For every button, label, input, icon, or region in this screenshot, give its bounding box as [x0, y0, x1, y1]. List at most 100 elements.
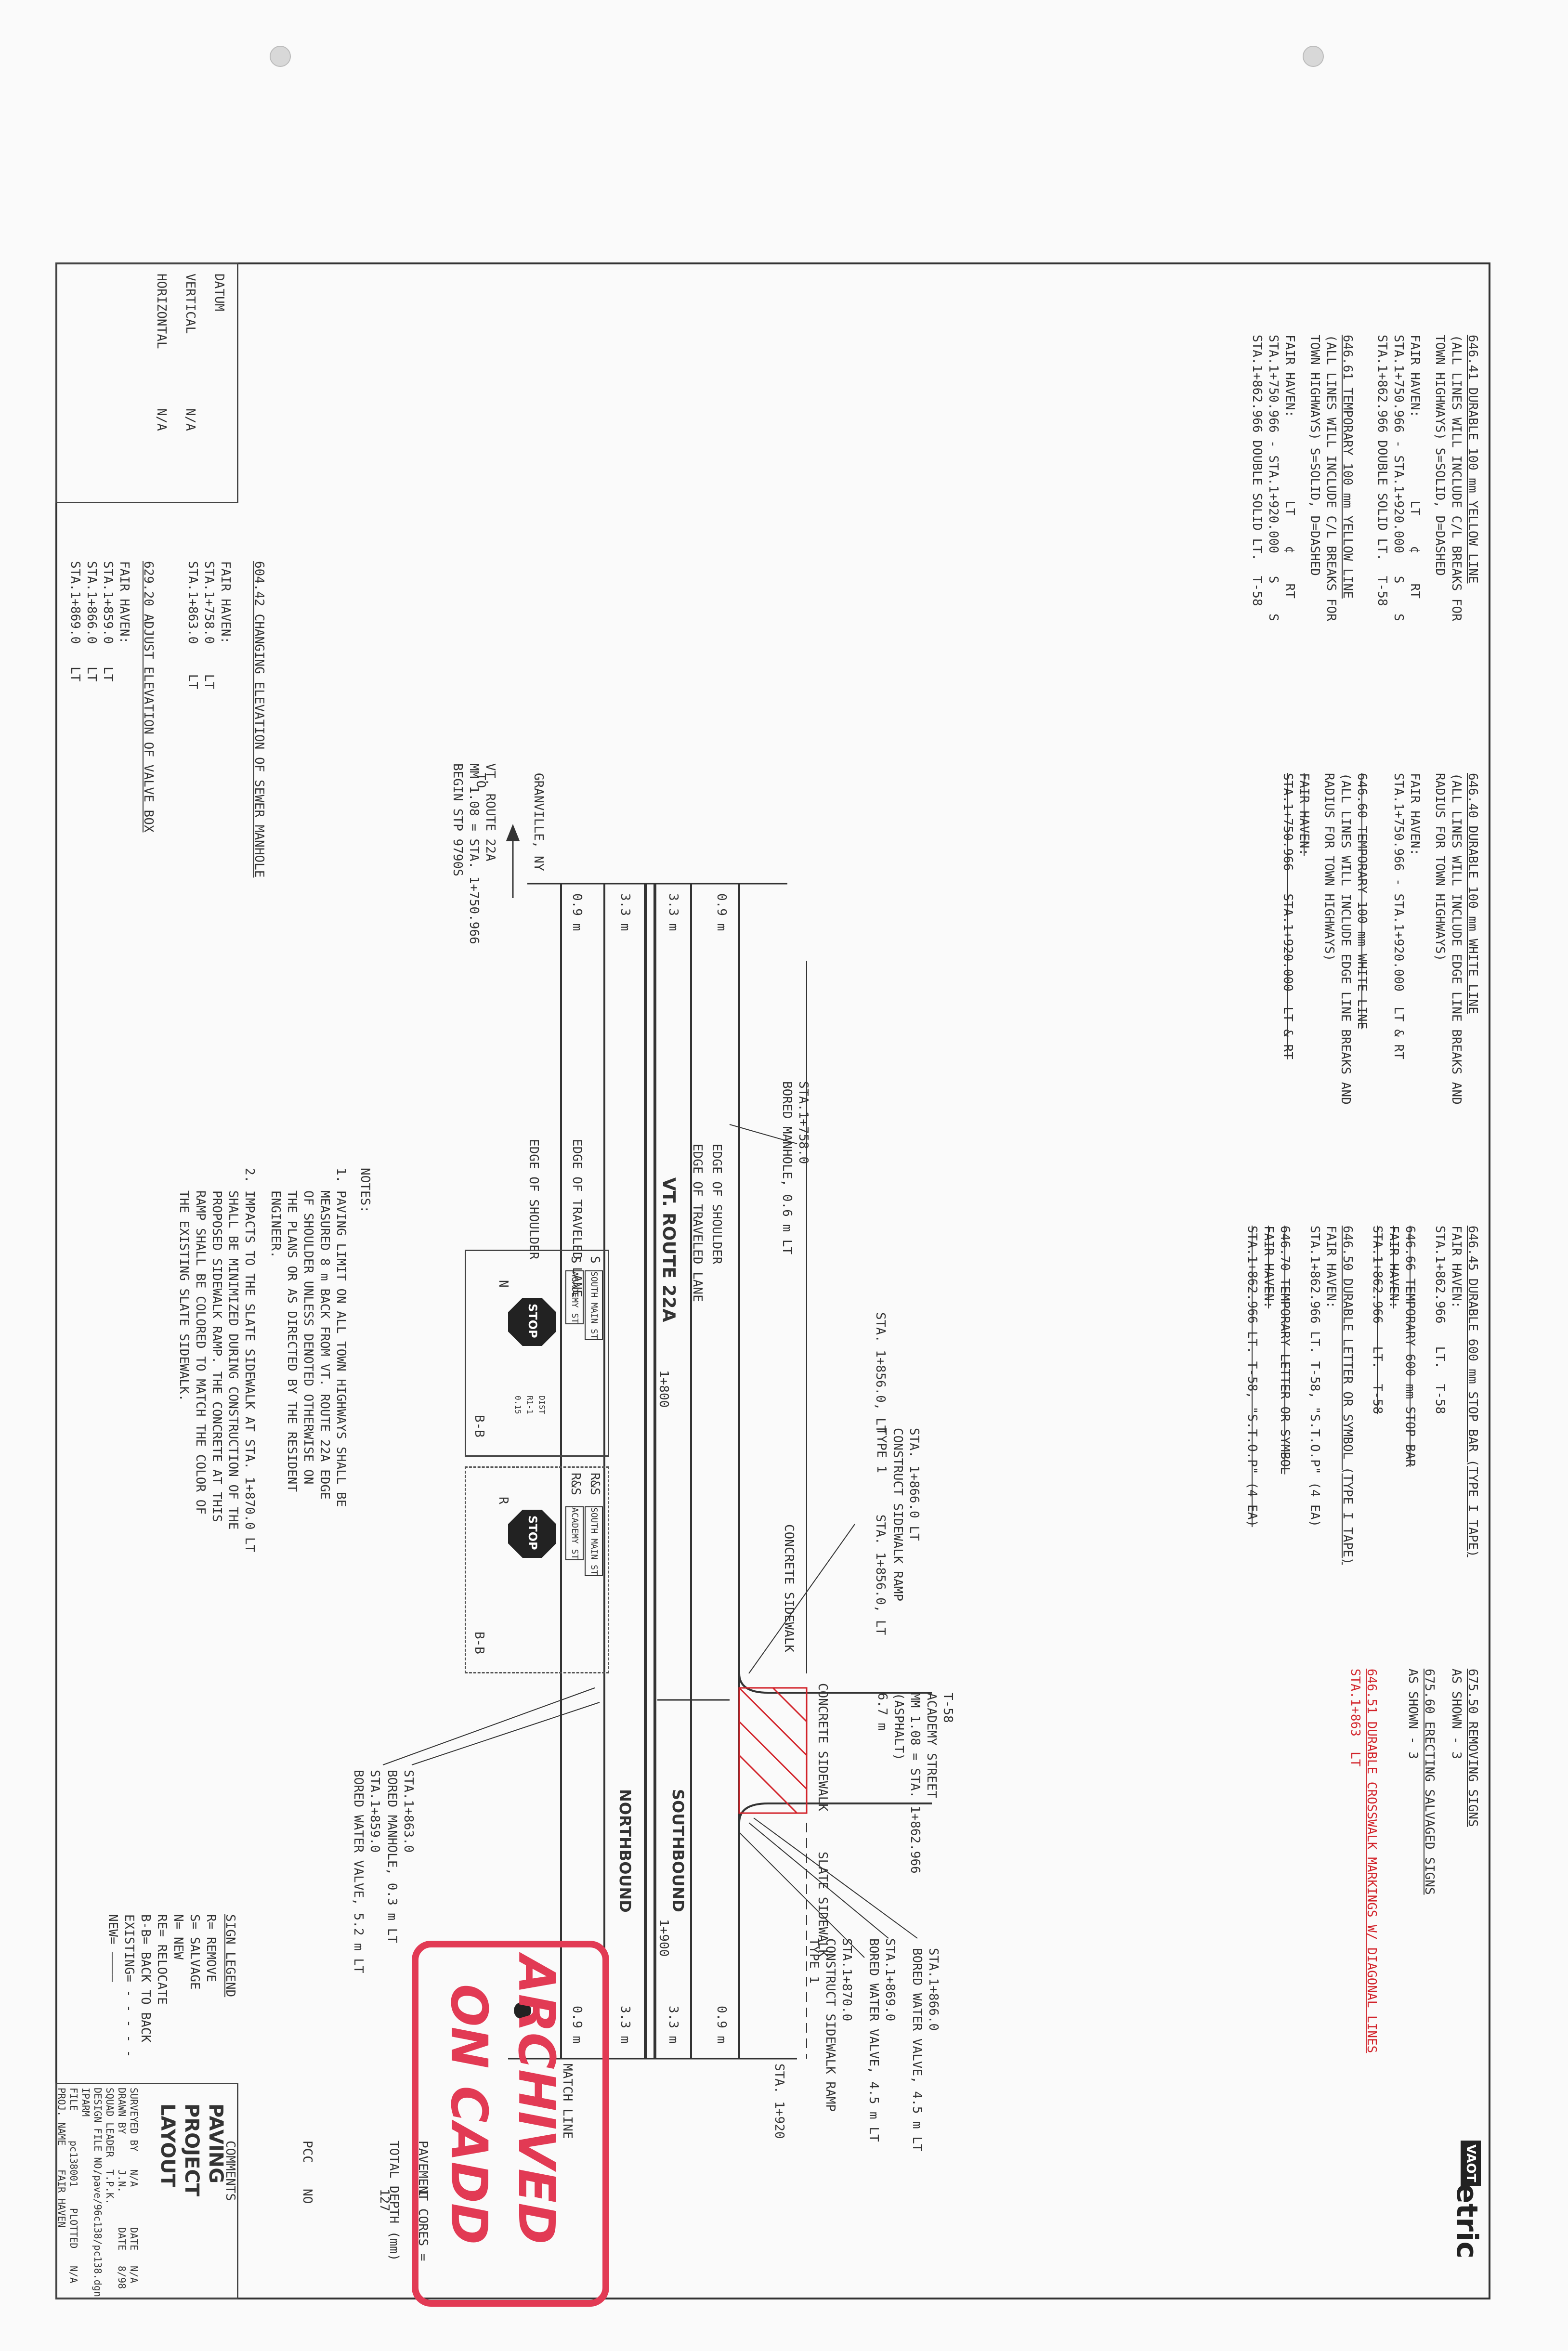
edge-shoulder-label-bottom: EDGE OF SHOULDER — [526, 1139, 541, 1260]
dim-lane-1: 3.3 m — [666, 893, 680, 931]
tb-proj-name-val: FAIR HAVEN — [56, 2169, 67, 2228]
academy-width: 6.7 m — [875, 1693, 889, 1731]
route-begin-3: BEGIN STP 9790S — [450, 763, 465, 876]
dim-lane-3: 3.3 m — [666, 2006, 680, 2044]
edge-lane-label-top: EDGE OF TRAVELED LANE — [690, 1144, 705, 1302]
legend-item: RE= RELOCATE — [155, 1914, 169, 2005]
plan-sheet: DATUM VERTICAL N/A HORIZONTAL N/A 646.41… — [55, 262, 1490, 2299]
academy-name: ACADEMY STREET — [924, 1693, 939, 1799]
punch-hole-right — [1303, 46, 1324, 67]
academy-surface: (ASPHALT) — [891, 1693, 906, 1761]
sign-plate-2: ACADEMY ST — [565, 1270, 584, 1325]
granville-arrow — [506, 823, 520, 898]
legend-item: B-B= BACK TO BACK — [138, 1914, 153, 2043]
title-line-2: PROJECT — [181, 2103, 203, 2196]
dim-shoulder-1: 0.9 m — [714, 893, 729, 931]
dim-shoulder-2: 0.9 m — [570, 893, 584, 931]
ramp-2-desc: CONSTRUCT SIDEWALK RAMP — [823, 1938, 837, 2112]
edge-shoulder-label-top: EDGE OF SHOULDER — [709, 1144, 724, 1265]
tb-date2-label: DATE — [116, 2227, 128, 2251]
sign-plate-3: SOUTH MAIN ST — [585, 1506, 603, 1576]
tb-date2-val: 8/98 — [116, 2266, 128, 2289]
stop-sign-1-shape — [508, 1298, 556, 1346]
pavement-cores-cell: 127 — [377, 2189, 392, 2211]
to-label: TO — [473, 773, 488, 788]
sign-code: B-B — [472, 1632, 486, 1654]
bored-manhole-1-desc: BORED MANHOLE, 0.6 m LT — [780, 1081, 794, 1255]
concrete-sidewalk-label: CONCRETE SIDEWALK — [782, 1524, 796, 1653]
sign-code: R&S — [588, 1473, 602, 1495]
sign-legend-title: SIGN LEGEND — [223, 1914, 237, 1998]
academy-street-edge-left — [738, 1673, 932, 1694]
sign-plate-1: SOUTH MAIN ST — [585, 1270, 603, 1340]
ramp-1-type: TYPE 1 — [874, 1428, 889, 1473]
logo-word: etric — [1450, 2184, 1484, 2259]
legend-item: R= REMOVE — [204, 1914, 218, 1982]
ramp-2-sta: STA.1+870.0 — [839, 1938, 854, 2022]
sign-code: S — [568, 1256, 583, 1264]
archived-stamp — [412, 1941, 609, 2307]
tb-design-val: /pave/96c138/pc138.dgn — [92, 2169, 104, 2297]
academy-t58: T-58 — [941, 1693, 955, 1723]
punch-hole-left — [270, 46, 291, 67]
legend-item: EXISTING= - - - - - — [122, 1914, 136, 2058]
stamp-text-wrap: ARCHIVED ON CADD — [412, 1941, 609, 2307]
dim-shoulder-3: 0.9 m — [714, 2006, 729, 2044]
bored-manhole-1-sta: STA.1+758.0 — [796, 1081, 810, 1164]
granville-label: GRANVILLE, NY — [531, 773, 546, 871]
valve-1-desc: BORED WATER VALVE, 4.5 m LT — [910, 1948, 924, 2152]
valve-3-desc: BORED WATER VALVE, 5.2 m LT — [351, 1770, 366, 1973]
academy-street-edge-right — [738, 1802, 932, 1823]
valve-2-desc: BORED WATER VALVE, 4.5 m LT — [866, 1938, 881, 2142]
manhole-2-desc: BORED MANHOLE, 0.3 m LT — [385, 1770, 399, 1944]
crosswalk-markings — [738, 1687, 808, 1814]
northbound-label: NORTHBOUND — [616, 1789, 634, 1913]
pavement-cores-cell: NO — [300, 2189, 314, 2204]
station-1900: 1+900 — [656, 1919, 671, 1957]
logo-badge: VAOT — [1461, 2141, 1481, 2186]
sign-1-sta: STA. 1+856.0, LT — [873, 1312, 888, 1433]
sign-code: N — [496, 1280, 510, 1288]
legend-item: S= SALVAGE — [187, 1914, 202, 1990]
sign-2-sta: STA. 1+856.0, LT — [873, 1515, 888, 1635]
sign-code: R — [496, 1497, 510, 1504]
legend-item: N= NEW — [171, 1914, 185, 1959]
manhole-2-sta: STA.1+863.0 — [401, 1770, 416, 1853]
valve-3-sta: STA.1+859.0 — [367, 1770, 382, 1853]
route-begin-2: MM 1.08 = STA. 1+750.966 — [467, 763, 481, 944]
southbound-label: SOUTHBOUND — [669, 1789, 687, 1912]
academy-mm: MM 1.08 = STA. 1+862.966 — [908, 1693, 922, 1874]
sign-code: R&S — [568, 1473, 583, 1495]
dim-lane-4: 3.3 m — [618, 2006, 632, 2044]
pavement-cores-header: PCC — [300, 2141, 314, 2163]
station-1920: STA. 1+920 — [772, 2064, 786, 2139]
road-plan — [382, 823, 932, 2060]
sign-assembly-2: R&S SOUTH MAIN ST R&S ACADEMY ST R B-B — [465, 1466, 609, 1673]
tb-plotted-val: N/A — [68, 2266, 79, 2284]
stop-sign-1-label: STOP — [526, 1304, 539, 1338]
valve-2-sta: STA.1+869.0 — [883, 1938, 897, 2022]
tb-proj-name: PROJ. NAME — [56, 2088, 67, 2146]
legend-item: NEW= ———— — [105, 1914, 120, 1982]
concrete-sidewalk-label-2: CONCRETE SIDEWALK — [815, 1683, 830, 1812]
ramp-2-type: TYPE 1 — [807, 1938, 821, 1984]
stamp-line-2: ON CADD — [440, 1984, 498, 2245]
title-line-1: PAVING — [205, 2103, 227, 2184]
station-1800: 1+800 — [656, 1370, 671, 1408]
sign-code: B-B — [472, 1415, 486, 1437]
title-line-3: LAYOUT — [157, 2103, 179, 2187]
dim-lane-2: 3.3 m — [618, 893, 632, 931]
sign-panel-3: 0.15 — [513, 1396, 523, 1414]
sign-assembly-1: S SOUTH MAIN ST S ACADEMY ST N B-B DIST … — [465, 1250, 609, 1457]
survey-marker — [514, 2002, 531, 2019]
ramp-1-sta: STA. 1+866.0 LT — [907, 1428, 921, 1541]
valve-1-sta: STA.1+866.0 — [926, 1948, 941, 2031]
stop-sign-2-shape — [508, 1510, 556, 1558]
ramp-1-desc: CONSTRUCT SIDEWALK RAMP — [890, 1428, 905, 1602]
route-title: VT. ROUTE 22A — [659, 1177, 679, 1322]
stamp-line-1: ARCHIVED — [507, 1955, 566, 2245]
sign-code: S — [588, 1256, 602, 1264]
stop-sign-2-label: STOP — [526, 1515, 539, 1550]
sign-plate-4: ACADEMY ST — [565, 1506, 584, 1561]
